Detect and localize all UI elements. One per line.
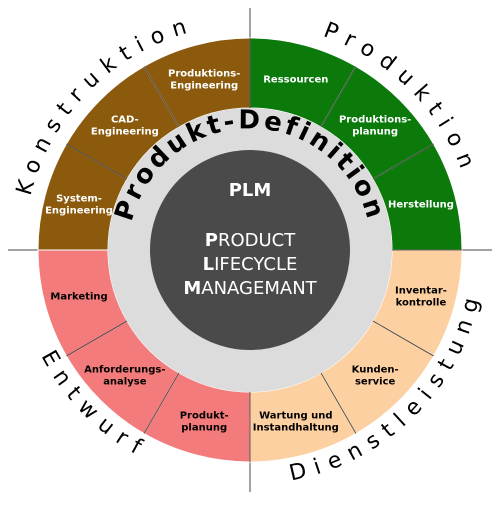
segment-label-inventar-kontrolle: Inventar-kontrolle xyxy=(395,285,447,308)
segment-label-ressourcen: Ressourcen xyxy=(263,75,328,86)
segment-divider xyxy=(320,66,357,128)
plm-rest-3: ANAGEMANT xyxy=(201,278,317,299)
segment-divider xyxy=(143,372,180,434)
segment-label-produkt-planung: Produkt-planung xyxy=(180,410,229,433)
segment-label-line: Engineering xyxy=(91,126,159,137)
plm-rest-2: IFECYCLE xyxy=(214,254,297,275)
segment-label-line: planung xyxy=(352,126,398,137)
segment-label-produktions-planung: Produktions-planung xyxy=(339,114,411,137)
segment-label-line: Anforderungs- xyxy=(84,365,165,376)
segment-label-herstellung: Herstellung xyxy=(388,200,454,211)
segment-divider xyxy=(372,143,434,180)
plm-initial-3: M xyxy=(183,278,201,299)
segment-label-line: Wartung und xyxy=(259,410,332,421)
segment-label-cad-engineering: CAD-Engineering xyxy=(91,114,159,137)
segment-label-kunden-service: Kunden-service xyxy=(352,365,399,388)
segment-label-system-engineering: System-Engineering xyxy=(45,194,113,217)
segment-label-line: Kunden- xyxy=(352,365,399,376)
segment-label-line: Marketing xyxy=(50,291,107,302)
segment-label-line: analyse xyxy=(103,377,147,388)
segment-divider xyxy=(66,320,128,357)
plm-line-2: LIFECYCLE xyxy=(203,254,298,275)
segment-divider xyxy=(66,143,128,180)
segment-label-line: Engineering xyxy=(45,206,113,217)
plm-line-1: PRODUCT xyxy=(205,230,296,251)
segment-label-line: Produktions- xyxy=(339,114,411,125)
plm-rest-1: RODUCT xyxy=(218,230,296,251)
segment-label-line: Produktions- xyxy=(168,69,240,80)
segment-label-line: Inventar- xyxy=(395,285,447,296)
segment-label-line: Herstellung xyxy=(388,200,454,211)
segment-divider xyxy=(143,66,180,128)
segment-label-line: Engineering xyxy=(170,81,238,92)
segment-divider xyxy=(372,320,434,357)
plm-core xyxy=(150,150,350,350)
segment-label-line: CAD- xyxy=(111,114,139,125)
segment-label-line: planung xyxy=(181,422,227,433)
segment-label-line: Produkt- xyxy=(180,410,229,421)
plm-initial-1: P xyxy=(205,230,218,251)
segment-divider xyxy=(320,372,357,434)
segment-label-anforderungs-analyse: Anforderungs-analyse xyxy=(84,365,165,388)
plm-initial-2: L xyxy=(203,254,214,275)
plm-line-3: MANAGEMANT xyxy=(183,278,317,299)
segment-label-produktions-engineering: Produktions-Engineering xyxy=(168,69,240,92)
segment-label-line: Ressourcen xyxy=(263,75,328,86)
segment-label-line: service xyxy=(355,377,396,388)
segment-entwurf-3 xyxy=(37,249,128,357)
segment-label-line: Instandhaltung xyxy=(253,422,339,433)
segment-label-marketing: Marketing xyxy=(50,291,107,302)
segment-layer: System-EngineeringCAD-EngineeringProdukt… xyxy=(37,37,463,463)
plm-title: PLM xyxy=(229,180,272,201)
segment-label-line: System- xyxy=(56,194,102,205)
segment-label-line: kontrolle xyxy=(396,297,447,308)
